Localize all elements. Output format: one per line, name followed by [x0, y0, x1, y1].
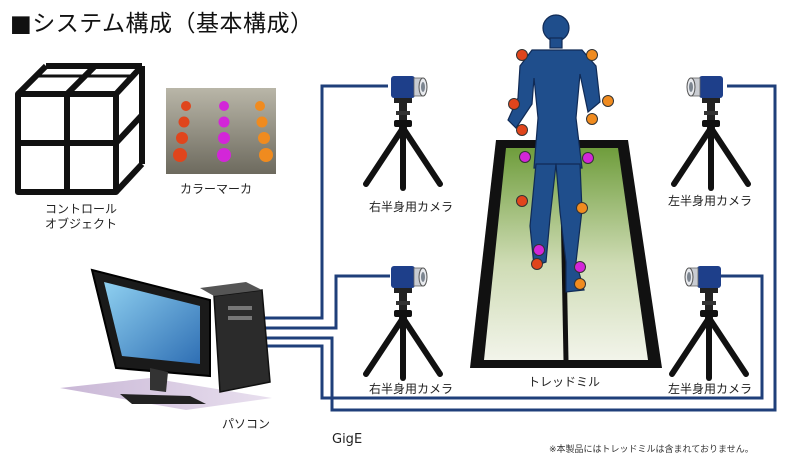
cable-camera-right-bottom	[265, 274, 390, 330]
body-markers	[508, 49, 614, 290]
pc-label: パソコン	[222, 417, 271, 431]
camera-left-top	[674, 76, 748, 188]
camera-right-top	[366, 76, 440, 188]
page-title: ■システム構成（基本構成）	[10, 11, 314, 37]
treadmill-label: トレッドミル	[528, 375, 601, 389]
gige-cables	[265, 84, 777, 412]
camera-left-bottom	[672, 266, 746, 378]
control-object-label-line1: コントロール	[44, 202, 117, 216]
control-object-label: コントロール オブジェクト	[36, 202, 126, 232]
camera-left-bottom-label: 左半身用カメラ	[668, 382, 753, 396]
camera-right-top-label: 右半身用カメラ	[369, 200, 454, 214]
running-person-silhouette	[507, 14, 601, 293]
camera-left-top-label: 左半身用カメラ	[668, 194, 753, 208]
desktop-computer-icon	[60, 268, 272, 410]
cable-camera-left-top	[265, 84, 777, 412]
wireframe-cube-icon	[15, 63, 145, 195]
cable-camera-right-top	[265, 84, 388, 320]
control-object-label-line2: オブジェクト	[44, 217, 117, 231]
color-marker-label: カラーマーカ	[180, 182, 253, 196]
network-label: GigE	[332, 432, 363, 447]
camera-right-bottom	[366, 266, 440, 378]
cable-camera-left-bottom	[265, 274, 764, 400]
color-marker-photo	[166, 88, 276, 174]
camera-right-bottom-label: 右半身用カメラ	[369, 382, 454, 396]
treadmill-not-included-note: ※本製品にはトレッドミルは含まれておりません。	[549, 445, 754, 455]
